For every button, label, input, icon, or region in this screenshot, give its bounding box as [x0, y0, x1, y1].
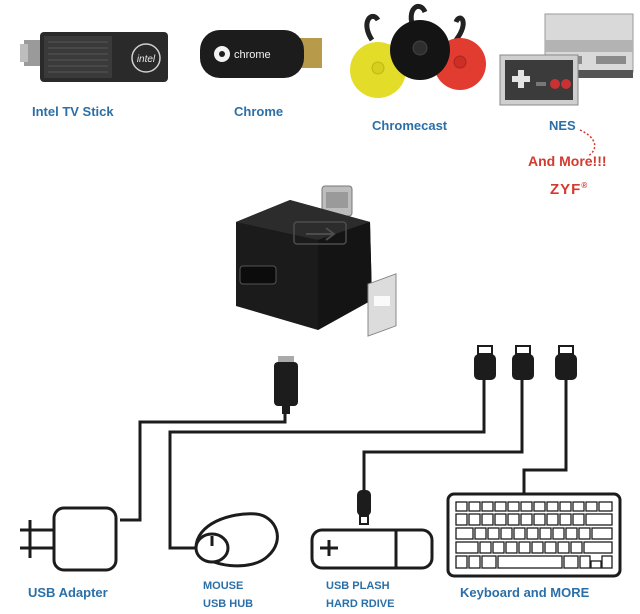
usb-flash-drive-icon	[310, 528, 434, 570]
keyboard-label: Keyboard and MORE	[460, 585, 590, 600]
mouse-label: MOUSE	[203, 580, 244, 592]
usb-plugs-image	[357, 345, 577, 525]
mouse-icon	[194, 512, 279, 568]
usb-hub-label: USB HUB	[203, 598, 254, 610]
hard-drive-label: HARD RDIVE	[326, 598, 395, 610]
keyboard-icon	[446, 492, 622, 578]
otg-adapter-image	[236, 185, 397, 337]
chromecast-image	[350, 4, 486, 98]
brand-logo: ZYF®	[550, 181, 588, 198]
brand-name: ZYF	[550, 181, 582, 198]
chrome-label: Chrome	[234, 104, 284, 119]
usb-adapter-icon	[20, 506, 118, 572]
intel-tv-stick-image: intel	[20, 32, 168, 82]
intel-logo-text: intel	[137, 54, 156, 65]
nes-label: NES	[549, 118, 576, 133]
usb-adapter-label: USB Adapter	[28, 585, 108, 600]
micro-usb-plug-image	[274, 356, 298, 414]
chrome-logo-text: chrome	[234, 49, 271, 61]
chrome-dongle-image: chrome	[200, 30, 322, 78]
usb-flash-label: USB PLASH	[326, 580, 390, 592]
brand-registered-mark: ®	[581, 181, 589, 190]
chromecast-label: Chromecast	[372, 118, 448, 133]
and-more-label: And More!!!	[528, 153, 607, 169]
intel-tv-stick-label: Intel TV Stick	[32, 104, 114, 119]
cable-wiring	[120, 380, 568, 550]
nes-console-image	[499, 13, 634, 106]
